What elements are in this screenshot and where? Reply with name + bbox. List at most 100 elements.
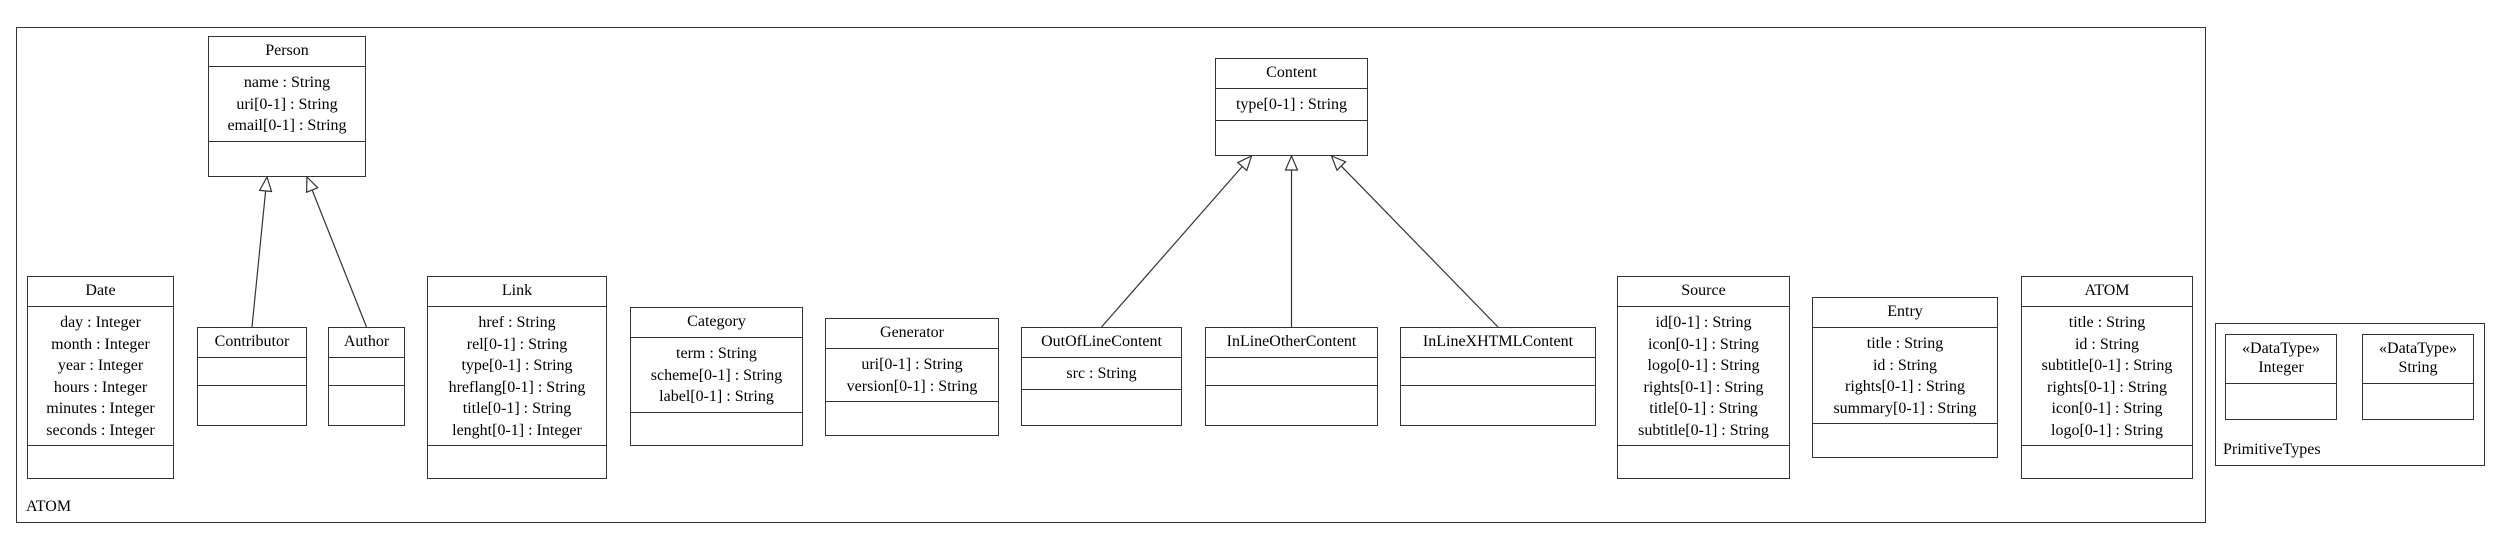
generalization-arrowhead	[1330, 154, 1347, 172]
generalization-line	[1101, 166, 1243, 328]
class-attribute: src : String	[1066, 365, 1137, 382]
generalization-arrowhead	[1236, 154, 1253, 172]
class-name: InLineOtherContent	[1206, 328, 1377, 358]
class-attribute: title[0-1] : String	[1649, 400, 1758, 417]
class-name-text: String	[2398, 359, 2438, 376]
class-attribute: rights[0-1] : String	[1643, 378, 1764, 396]
class-attribute: label[0-1] : String	[659, 388, 774, 405]
class-attribute: type[0-1] : String	[1235, 96, 1348, 113]
class-attribute: scheme[0-1] : String	[650, 366, 783, 384]
class-person[interactable]: Person name : String uri[0-1] : String ema…	[208, 36, 366, 177]
class-attribute: version[0-1] : String	[846, 377, 978, 395]
class-attribute: title[0-1] : String	[462, 400, 572, 417]
class-attributes	[1206, 358, 1377, 386]
class-attributes	[1401, 358, 1595, 386]
class-attribute: logo[0-1] : String	[2051, 421, 2163, 439]
class-attribute: href : String	[478, 314, 556, 331]
datatype-string[interactable]: «DataType» String	[2362, 334, 2474, 420]
class-attributes: title : String id : String subtitle[0-1] :…	[2022, 307, 2192, 446]
class-attribute: type[0-1] : String	[461, 357, 573, 374]
class-attributes: src : String	[1022, 358, 1181, 390]
class-attribute: icon[0-1] : String	[2051, 400, 2163, 417]
class-name: Source	[1618, 277, 1789, 307]
generalization-arrowhead	[1284, 154, 1299, 171]
class-attribute: icon[0-1] : String	[1647, 335, 1760, 353]
class-name: Person	[209, 37, 365, 67]
class-attribute: minutes : Integer	[46, 400, 155, 417]
class-attribute: hreflang[0-1] : String	[448, 378, 586, 396]
class-attribute: summary[0-1] : String	[1833, 399, 1977, 417]
class-name-text: Integer	[2258, 359, 2304, 376]
class-attribute: title : String	[2068, 314, 2146, 331]
class-attribute: id : String	[1872, 356, 1937, 374]
package-atom-label: ATOM	[26, 498, 72, 515]
class-inlinexhtmlcontent[interactable]: InLineXHTMLContent	[1400, 327, 1596, 426]
class-attributes: href : String rel[0-1] : String type[0-1] …	[428, 307, 606, 446]
class-name: OutOfLineContent	[1022, 328, 1181, 358]
class-attribute: rights[0-1] : String	[1845, 378, 1965, 395]
class-attributes	[329, 358, 404, 386]
generalization-arrowhead	[258, 175, 273, 193]
class-name: Date	[28, 277, 173, 307]
class-contributor[interactable]: Contributor	[197, 327, 307, 426]
class-name: Generator	[826, 319, 998, 349]
class-attribute: hours : Integer	[53, 378, 148, 396]
class-source[interactable]: Source id[0-1] : String icon[0-1] : Strin…	[1617, 276, 1790, 479]
class-attribute: id : String	[2074, 335, 2139, 353]
class-attributes: type[0-1] : String	[1216, 89, 1367, 121]
class-attributes: title : String id : String rights[0-1] : S…	[1813, 328, 1997, 424]
class-name: Entry	[1813, 298, 1997, 328]
class-content[interactable]: Content type[0-1] : String	[1215, 58, 1368, 156]
class-attribute: lenght[0-1] : Integer	[452, 421, 582, 439]
class-attribute: title : String	[1866, 335, 1944, 352]
class-attributes: id[0-1] : String icon[0-1] : String logo[0…	[1618, 307, 1789, 446]
class-date[interactable]: Date day : Integer month : Integer year : …	[27, 276, 174, 479]
package-atom: ATOM	[16, 27, 2206, 523]
class-attribute: id[0-1] : String	[1655, 314, 1752, 331]
class-attributes: term : String scheme[0-1] : String label[0…	[631, 338, 802, 413]
class-attribute: year : Integer	[57, 357, 144, 374]
generalization-line	[1340, 165, 1499, 328]
generalization-line	[311, 189, 368, 328]
class-attributes	[198, 358, 306, 386]
generalization-line	[251, 190, 267, 328]
class-name: Link	[428, 277, 606, 307]
class-attribute: logo[0-1] : String	[1647, 357, 1760, 374]
class-name: Content	[1216, 59, 1367, 89]
class-attribute: email[0-1] : String	[227, 117, 347, 134]
class-name: «DataType» String	[2363, 335, 2473, 384]
class-attribute: subtitle[0-1] : String	[2041, 357, 2173, 374]
class-name: Contributor	[198, 328, 306, 358]
class-atom[interactable]: ATOM title : String id : String subtitle[0…	[2021, 276, 2193, 479]
class-attribute: term : String	[676, 345, 757, 362]
class-attribute: subtitle[0-1] : String	[1638, 421, 1769, 439]
class-inlineothercontent[interactable]: InLineOtherContent	[1205, 327, 1378, 426]
datatype-integer[interactable]: «DataType» Integer	[2225, 334, 2337, 420]
class-entry[interactable]: Entry title : String id : String rights[0-…	[1812, 297, 1998, 458]
class-name: InLineXHTMLContent	[1401, 328, 1595, 358]
class-name: «DataType» Integer	[2226, 335, 2336, 384]
class-attribute: month : Integer	[51, 335, 150, 353]
class-attribute: uri[0-1] : String	[236, 95, 338, 113]
class-outoflinecontent[interactable]: OutOfLineContent src : String	[1021, 327, 1182, 426]
class-attribute: seconds : Integer	[46, 421, 155, 439]
class-attribute: day : Integer	[60, 314, 141, 331]
class-name: ATOM	[2022, 277, 2192, 307]
class-name: Category	[631, 308, 802, 338]
class-category[interactable]: Category term : String scheme[0-1] : Stri…	[630, 307, 803, 446]
class-attribute: rel[0-1] : String	[466, 335, 568, 353]
class-stereotype: «DataType»	[2242, 340, 2320, 357]
class-stereotype: «DataType»	[2379, 340, 2457, 357]
class-attribute: name : String	[243, 74, 331, 91]
class-attributes: name : String uri[0-1] : String email[0-1]…	[209, 67, 365, 142]
class-author[interactable]: Author	[328, 327, 405, 426]
class-attribute: rights[0-1] : String	[2047, 378, 2167, 396]
class-link[interactable]: Link href : String rel[0-1] : String type[…	[427, 276, 607, 479]
class-name: Author	[329, 328, 404, 358]
package-primitive-types: PrimitiveTypes	[2215, 323, 2485, 466]
class-attributes: day : Integer month : Integer year : Integ…	[28, 307, 173, 446]
package-primitive-types-label: PrimitiveTypes	[2223, 441, 2321, 458]
